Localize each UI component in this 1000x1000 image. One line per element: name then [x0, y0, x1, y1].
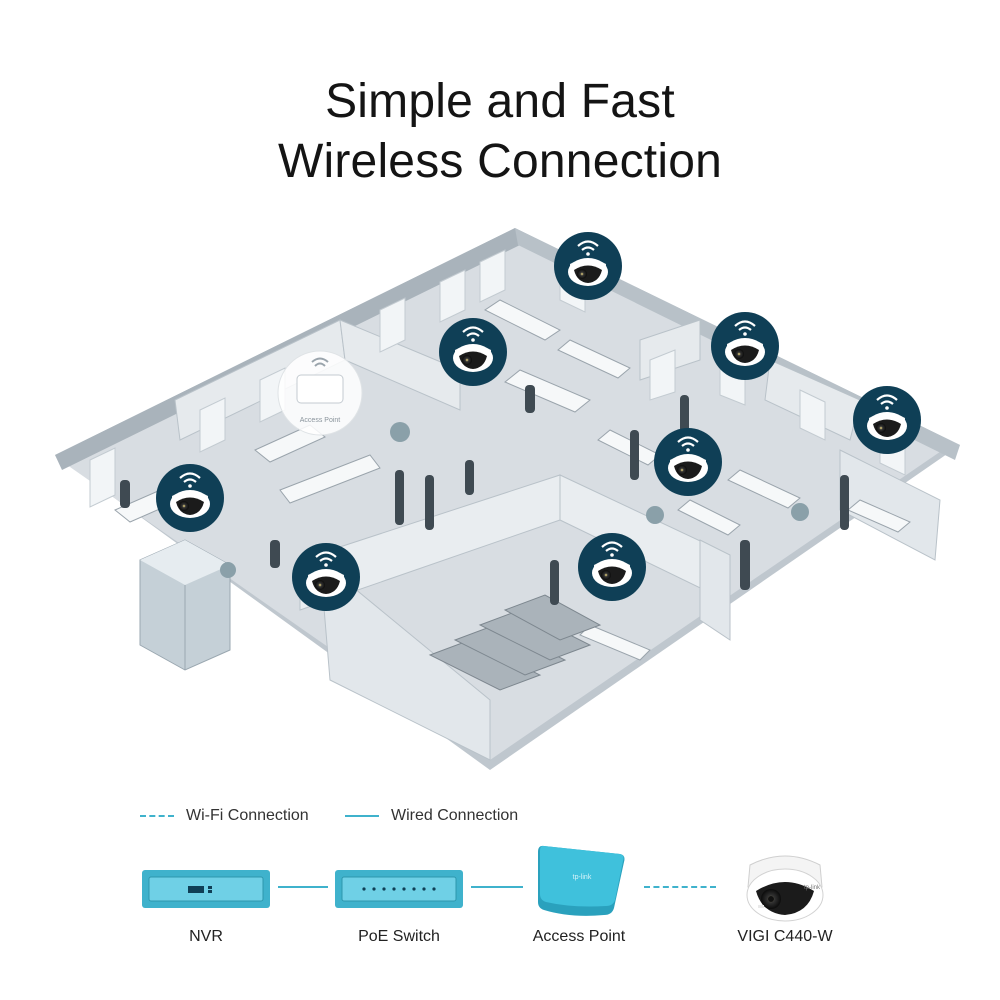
wired-link-nvr-switch [278, 886, 328, 888]
title-line-1: Simple and Fast [325, 75, 675, 128]
page-title: Simple and Fast Wireless Connection [0, 72, 1000, 192]
dashed-line-icon [140, 815, 174, 817]
people [120, 385, 849, 605]
office-floorplan: Access Point [55, 228, 960, 770]
legend-wifi: Wi-Fi Connection [140, 807, 309, 825]
wifi-link-ap-camera [644, 886, 716, 888]
camera-badge [439, 318, 507, 386]
camera-badge [654, 428, 722, 496]
camera-badge [853, 386, 921, 454]
legend-wired: Wired Connection [345, 807, 518, 825]
ap-brand-label: tp-link [573, 874, 592, 881]
legend-wired-label: Wired Connection [391, 807, 519, 824]
solid-line-icon [345, 815, 379, 817]
camera-icon: tp-link [746, 855, 824, 922]
camera-badge [711, 312, 779, 380]
room-partitions [174, 319, 941, 761]
scene-access-point: Access Point [277, 350, 363, 436]
auditorium-seating [428, 594, 602, 691]
poe-switch-label: PoE Switch [358, 928, 440, 945]
camera-badge [292, 543, 360, 611]
camera-brand-label: tp-link [804, 885, 821, 891]
plants [220, 422, 809, 578]
camera-badge [156, 464, 224, 532]
nvr-label: NVR [189, 928, 223, 945]
wired-link-switch-ap [471, 886, 523, 888]
nvr-icon [142, 870, 270, 908]
legend-wifi-label: Wi-Fi Connection [186, 807, 309, 824]
camera-badge [554, 232, 622, 300]
elevator [139, 539, 231, 671]
camera-label: VIGI C440-W [737, 928, 833, 945]
camera-badge [578, 533, 646, 601]
access-point-label: Access Point [532, 928, 626, 945]
title-line-2: Wireless Connection [278, 135, 722, 188]
scene-ap-label: Access Point [300, 417, 341, 424]
access-point-icon: tp-link [538, 845, 625, 916]
poe-switch-icon [335, 870, 463, 908]
